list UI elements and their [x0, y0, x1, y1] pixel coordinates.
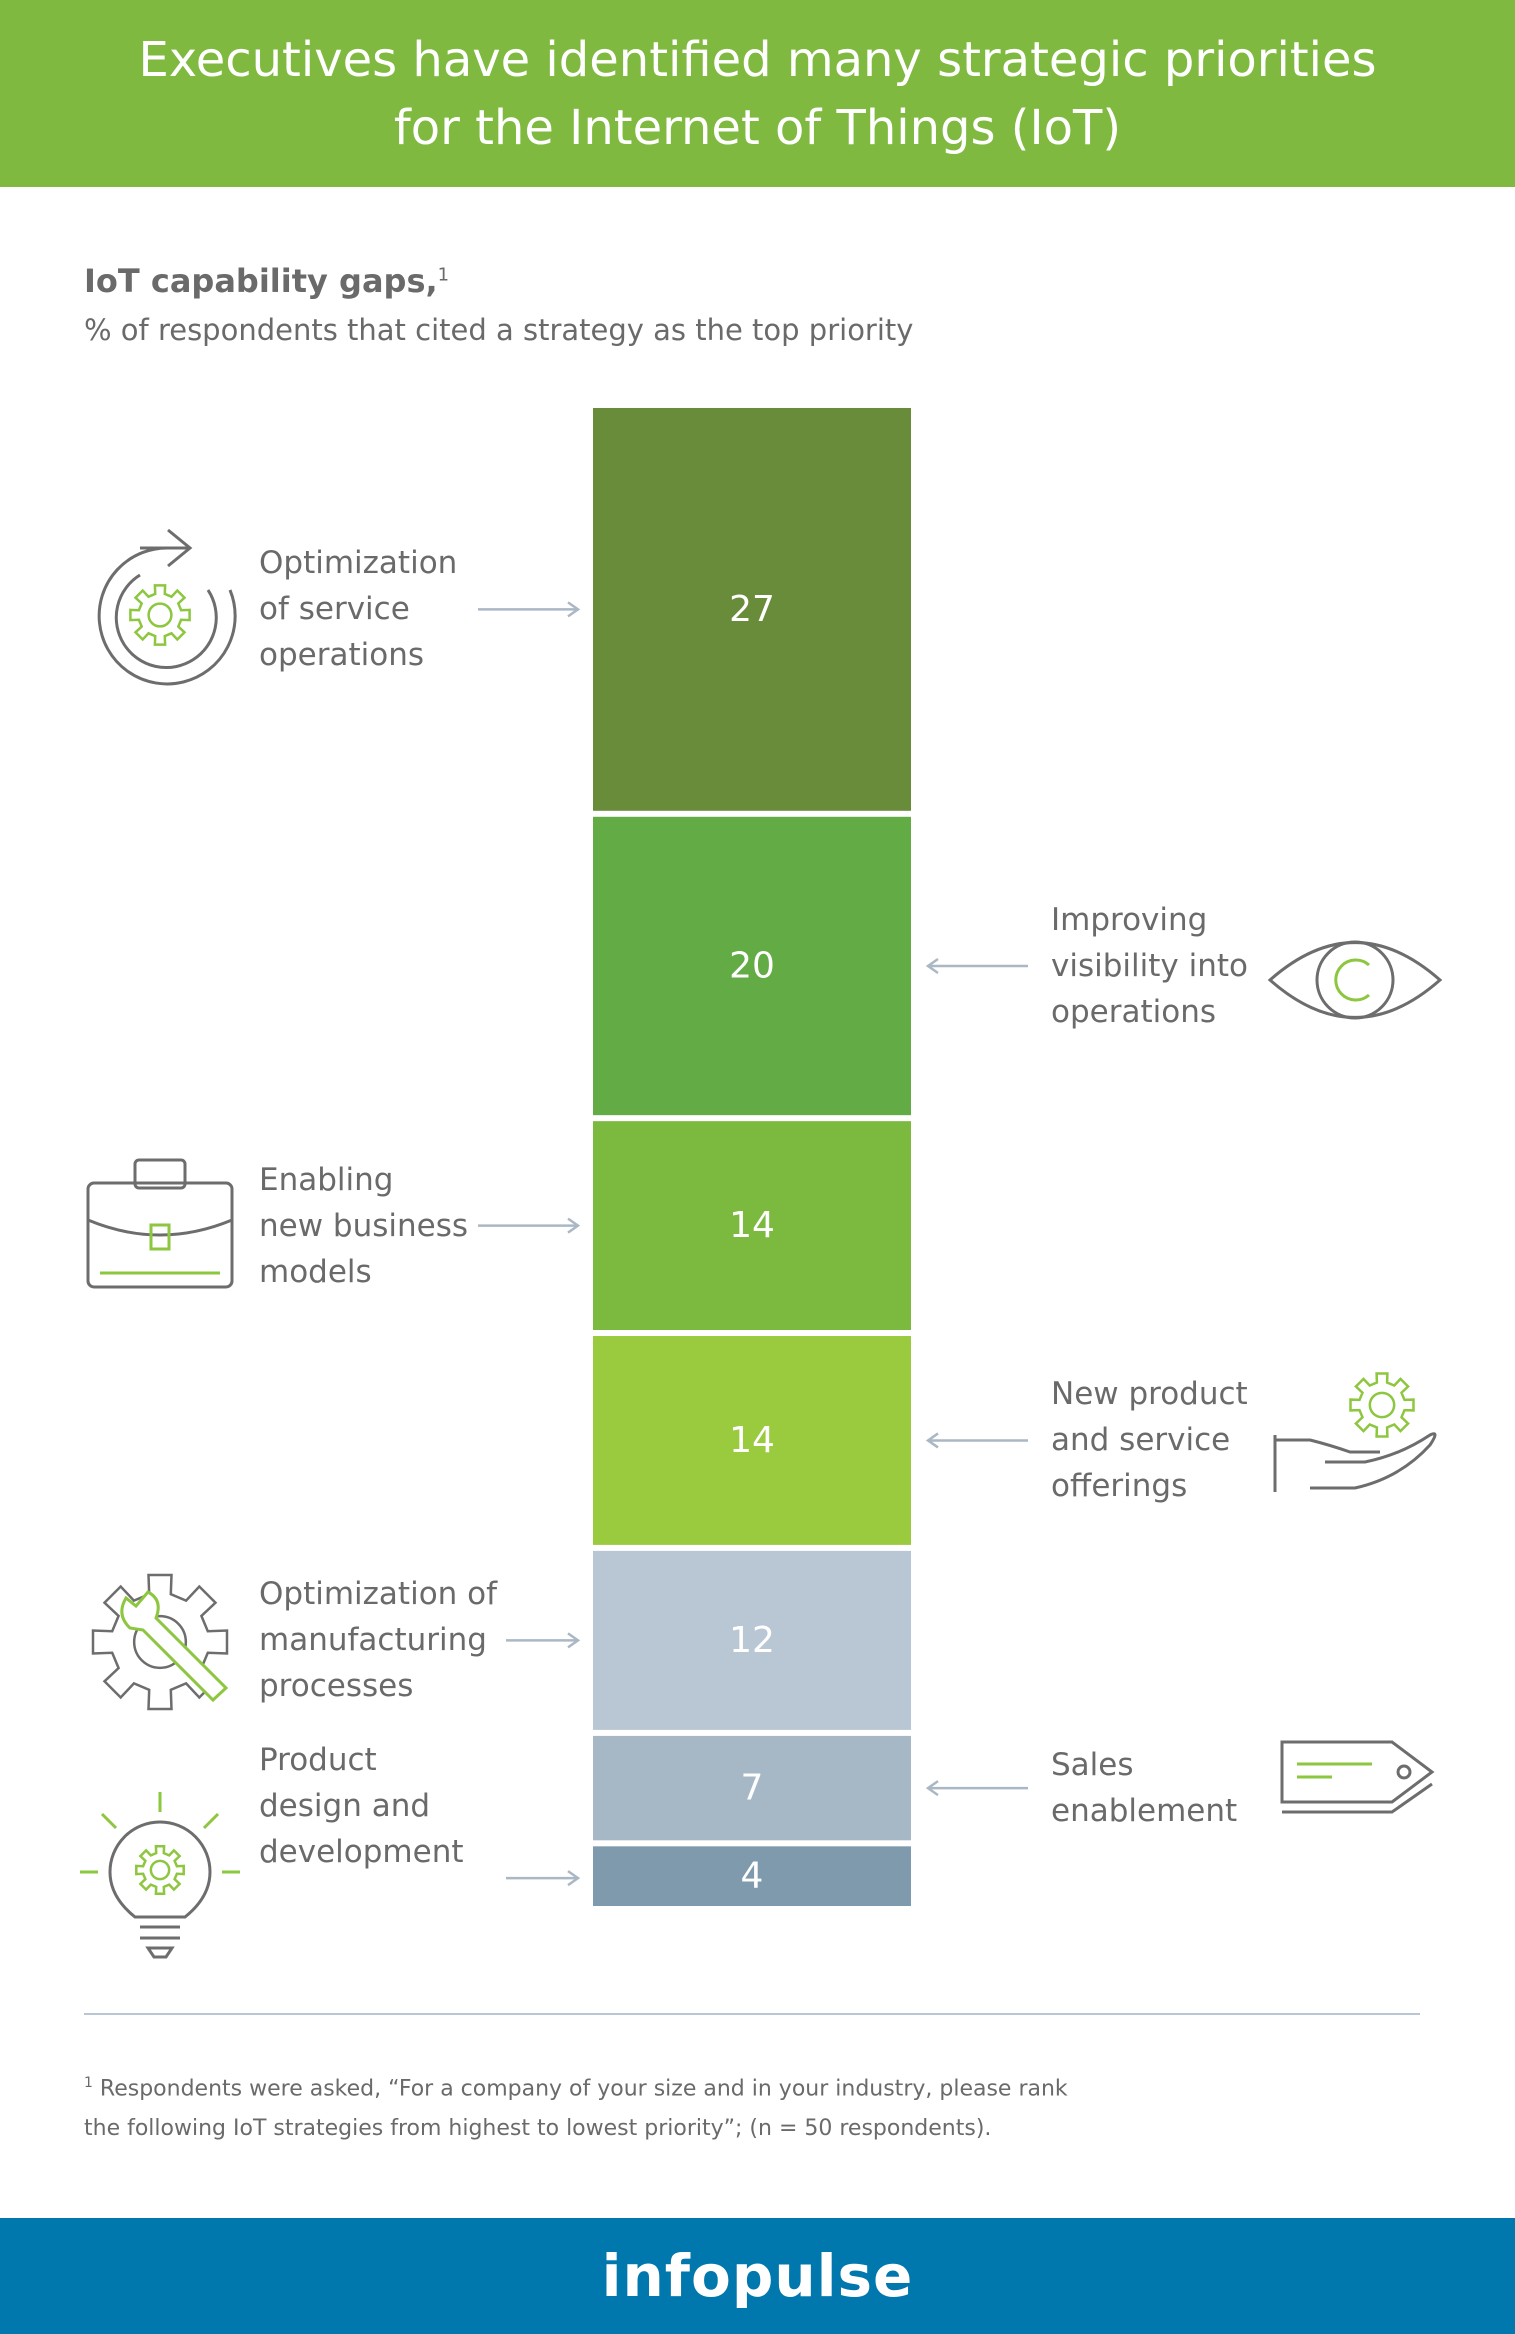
chart-subtitle: % of respondents that cited a strategy a… [84, 313, 914, 347]
footnote: 1 Respondents were asked, “For a company… [84, 2063, 1284, 2149]
page-title-line-1: Executives have identified many strategi… [138, 31, 1377, 88]
label-arrow-4 [925, 1432, 1028, 1449]
category-label-6: Sales enablement [1051, 1747, 1238, 1830]
footnote-mark: 1 [84, 2075, 93, 2091]
label-arrow-2 [925, 957, 1028, 975]
bar-value-label-5: 12 [729, 1620, 775, 1661]
bar-value-label-1: 27 [729, 589, 775, 630]
brand-logo: infopulse [601, 2242, 914, 2310]
category-label-3: Enabling new business models [259, 1161, 469, 1290]
lightbulb-gear-icon [80, 1792, 240, 1959]
page-title-line-2: for the Internet of Things (IoT) [393, 99, 1122, 156]
label-arrow-5 [506, 1632, 581, 1649]
stacked-bar-chart: 27 20 14 14 12 7 4 [478, 408, 1028, 1906]
bar-value-label-3: 14 [729, 1205, 775, 1246]
footnote-line-2: the following IoT strategies from highes… [84, 2116, 992, 2142]
wrench-gear-icon [91, 1573, 229, 1711]
chart-title-text: IoT capability gaps, [84, 262, 438, 300]
bar-segment-4 [593, 1336, 911, 1545]
bar-segment-5 [593, 1550, 911, 1730]
bar-value-label-6: 7 [741, 1768, 764, 1809]
bar-value-label-7: 4 [741, 1856, 764, 1897]
footnote-line-1: 1 Respondents were asked, “For a company… [84, 2063, 1284, 2109]
bar-segment-3 [593, 1121, 911, 1331]
cycle-gear-icon [97, 528, 237, 686]
bar-value-label-4: 14 [729, 1420, 775, 1461]
category-label-4: New product and service offerings [1051, 1376, 1248, 1505]
category-label-7: Product design and development [259, 1742, 464, 1870]
page-header: Executives have identified many strategi… [0, 0, 1515, 187]
page-footer: infopulse [0, 2218, 1515, 2334]
label-arrow-7 [506, 1870, 581, 1887]
label-arrow-6 [925, 1780, 1028, 1797]
hand-gear-icon [1273, 1372, 1437, 1492]
label-arrow-1 [478, 601, 581, 618]
briefcase-icon [86, 1158, 234, 1289]
chart-title-footnote-mark: 1 [437, 264, 450, 286]
label-arrow-3 [478, 1217, 581, 1234]
category-label-2: Improving visibility into operations [1051, 901, 1248, 1030]
footnote-divider [84, 2013, 1420, 2015]
bar-segment-2 [593, 816, 911, 1116]
price-tag-icon [1280, 1740, 1435, 1814]
footnote-text-1: Respondents were asked, “For a company o… [92, 2076, 1068, 2102]
category-label-5: Optimization of manufacturing processes [259, 1576, 498, 1705]
bar-value-label-2: 20 [729, 945, 775, 986]
eye-icon [1267, 940, 1443, 1020]
bar-segment-1 [593, 408, 911, 811]
bar-segment-7 [593, 1846, 911, 1906]
bar-segment-6 [593, 1735, 911, 1841]
chart-title: IoT capability gaps,1 [84, 262, 449, 300]
category-label-1: Optimization of service operations [259, 545, 458, 674]
